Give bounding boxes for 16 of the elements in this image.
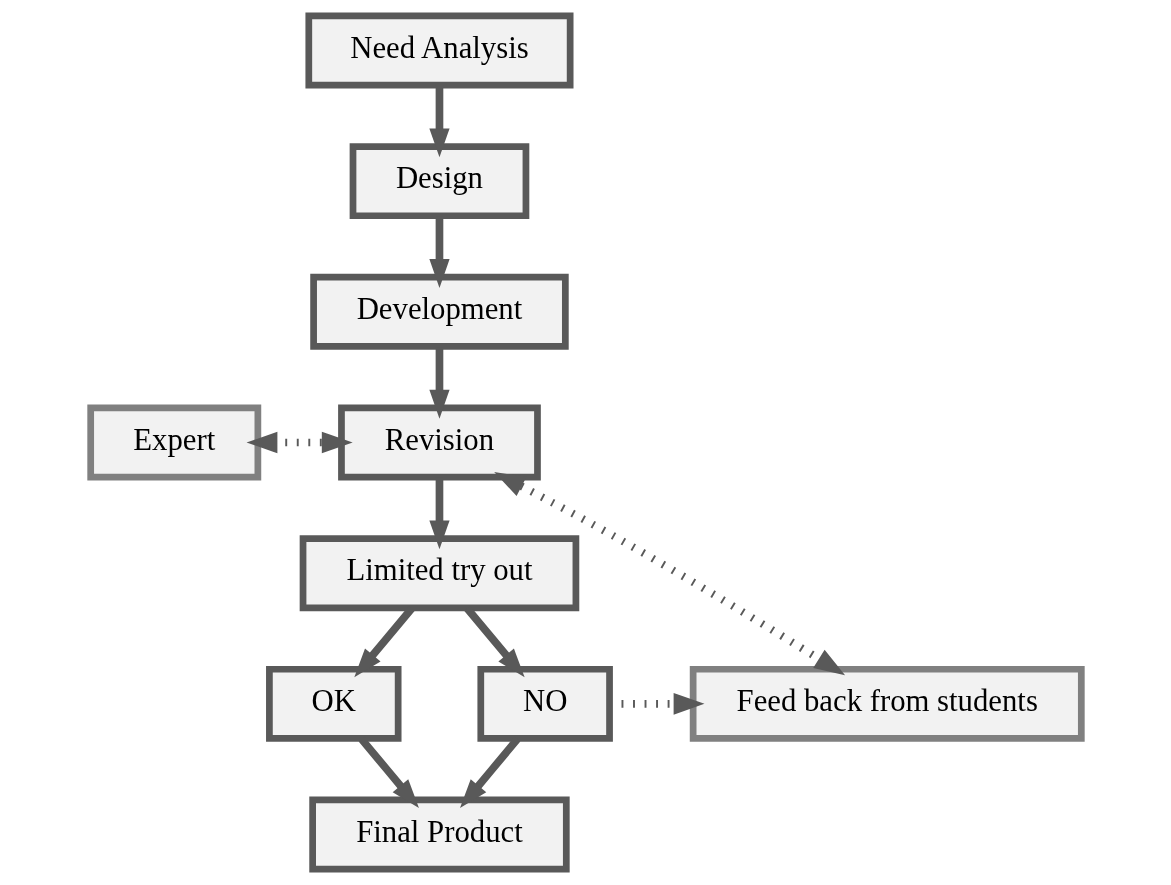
node-box: Design (349, 143, 529, 220)
node-box: Expert (86, 404, 261, 481)
node-box: OK (265, 665, 402, 742)
node-box: Feed back from students (689, 665, 1085, 742)
node-box: NO (476, 665, 613, 742)
arrow (493, 472, 845, 676)
node-box: Need Analysis (304, 12, 573, 89)
node-box: Development (309, 273, 569, 350)
arrow (428, 477, 450, 550)
arrow (428, 216, 450, 288)
arrow (428, 347, 450, 419)
node-box: Limited try out (299, 535, 579, 612)
arrow (246, 431, 353, 454)
arrow (428, 85, 450, 158)
node-box: Final Product (308, 796, 570, 873)
node-box: Revision (337, 404, 541, 481)
